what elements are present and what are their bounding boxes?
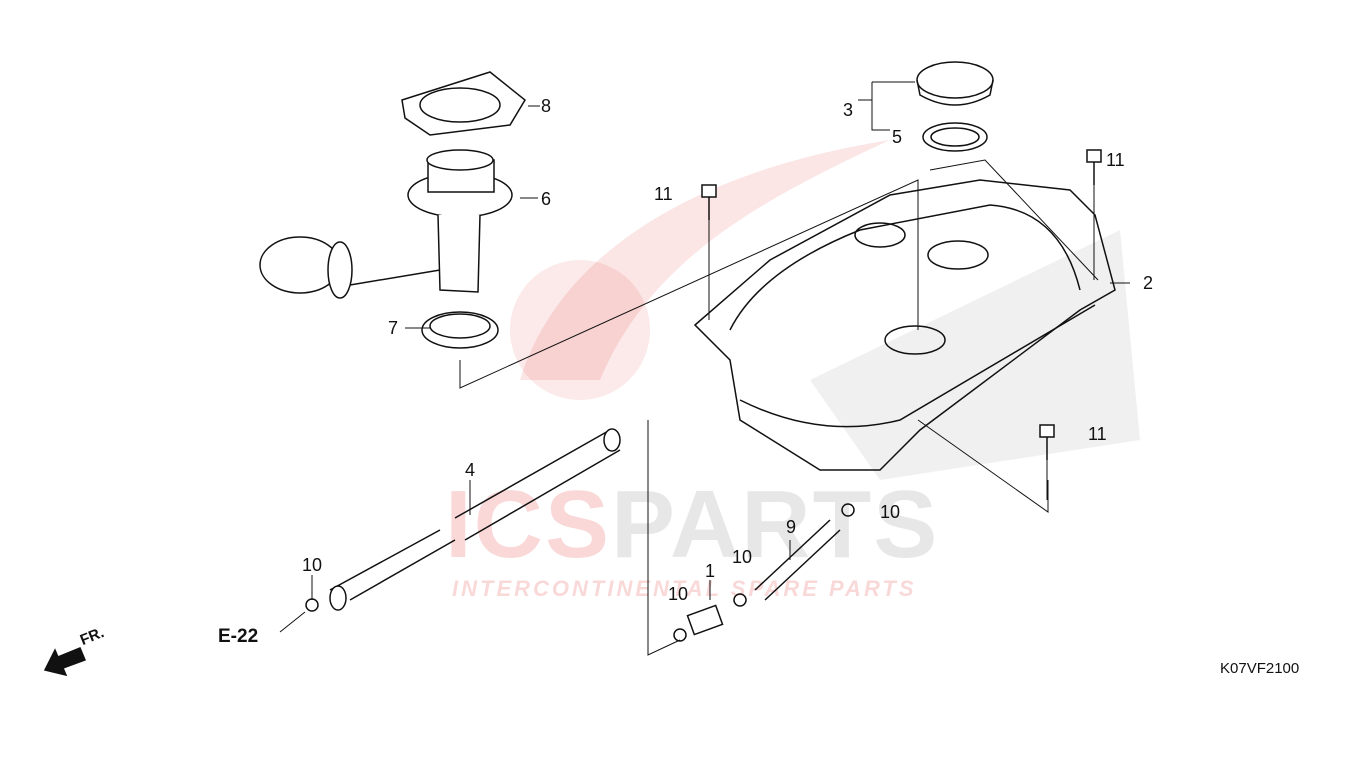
front-arrow-icon (43, 647, 86, 677)
watermark-wing (520, 140, 890, 380)
callout-8: 8 (541, 96, 552, 116)
callout-1: 1 (705, 561, 716, 581)
callout-4: 4 (465, 460, 476, 480)
callout-11: 11 (654, 184, 673, 204)
diagram-code: K07VF2100 (1220, 660, 1300, 677)
fuel-cap-part-3 (916, 61, 994, 106)
watermark-gear (510, 260, 650, 400)
callout-11: 11 (1088, 424, 1107, 444)
leader-lines (279, 81, 1130, 656)
watermark-tagline: INTERCONTINENTAL SPARE PARTS (452, 576, 917, 601)
callout-3: 3 (843, 100, 854, 120)
callout-10: 10 (880, 502, 901, 522)
callout-10: 10 (732, 547, 753, 567)
reference-link-e22[interactable]: E-22 (218, 626, 259, 647)
watermark-logo: ICSPARTS (445, 471, 940, 578)
bolt-part-11 (701, 184, 717, 220)
gasket-part-5 (922, 122, 988, 152)
breather-tube-part-9 (754, 519, 841, 601)
callout-7: 7 (388, 318, 399, 338)
clip-part-10 (673, 628, 687, 642)
pump-seal-part-7 (421, 311, 499, 349)
clip-part-10 (305, 598, 319, 612)
bolt-part-11 (1086, 149, 1102, 185)
set-plate-part-8 (401, 71, 526, 136)
fuel-tank-part-2 (693, 179, 1116, 471)
clip-part-10 (733, 593, 747, 607)
clip-part-10 (841, 503, 855, 517)
bolt-part-11 (1039, 424, 1055, 460)
callout-11: 11 (1106, 150, 1125, 170)
callout-2: 2 (1143, 273, 1154, 293)
fuel-pump-part-6 (259, 149, 513, 299)
callout-5: 5 (892, 127, 903, 147)
fuel-tube-part-4 (329, 428, 621, 611)
tank-shadow (810, 230, 1140, 480)
callout-9: 9 (786, 517, 797, 537)
callout-10: 10 (302, 555, 323, 575)
callout-10: 10 (668, 584, 689, 604)
callout-6: 6 (541, 189, 552, 209)
fuel-filter-part-1 (686, 604, 724, 636)
